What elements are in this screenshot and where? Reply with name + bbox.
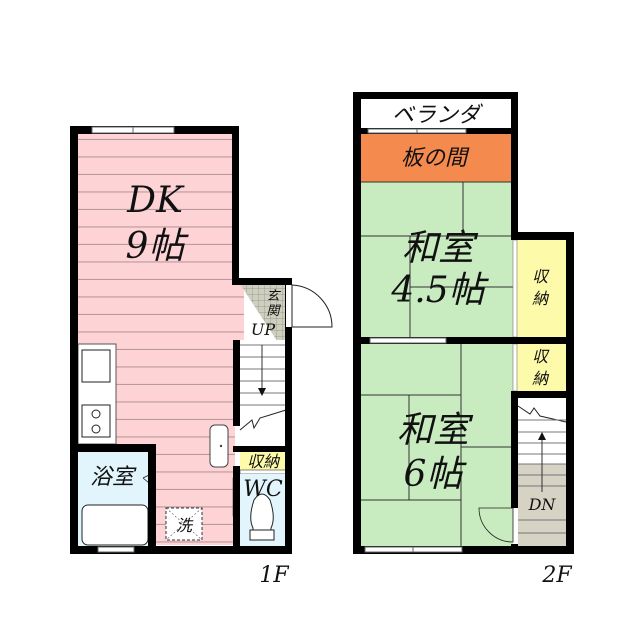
windows-1f	[91, 126, 175, 553]
room-entrance[interactable]	[240, 284, 289, 352]
bath-label: 浴室	[90, 465, 137, 490]
stairs-1f[interactable]	[239, 340, 287, 450]
room-bath[interactable]	[77, 452, 156, 546]
dk-name-label: DK	[126, 180, 185, 221]
washitsu-b-name-label: 和室	[397, 410, 474, 451]
washer-space[interactable]	[165, 507, 203, 541]
windows-2f	[364, 128, 467, 553]
room-washitsu-6[interactable]	[360, 344, 515, 546]
room-washitsu-4-5[interactable]	[360, 181, 513, 337]
stairs-door-2f[interactable]	[478, 507, 518, 544]
storage-a-line1: 収	[532, 267, 550, 286]
storage-2f-b[interactable]	[512, 343, 567, 392]
storage-b-line1: 収	[532, 347, 550, 366]
washbasin-icon	[209, 424, 229, 468]
wc-label: WC	[243, 477, 283, 502]
room-veranda[interactable]	[360, 98, 510, 130]
storage-b-line2: 納	[532, 369, 550, 388]
veranda-label: ベランダ	[392, 103, 483, 128]
stairs-up-label: UP	[251, 320, 275, 339]
floor-1f: DK 9帖 玄 関 UP 収納 WC 浴室 洗 1F	[70, 126, 333, 588]
stair-break-icon	[517, 405, 567, 423]
toilet-icon	[250, 493, 274, 541]
storage-2f-a[interactable]	[512, 239, 567, 338]
kitchen-counter	[77, 343, 117, 445]
storage-1f-label: 収納	[247, 452, 281, 471]
entrance-door[interactable]	[286, 284, 333, 328]
room-wood-floor[interactable]	[360, 133, 512, 182]
room-wc[interactable]	[240, 474, 286, 546]
washitsu-b-size-label: 6帖	[404, 454, 468, 495]
room-dk[interactable]	[77, 133, 244, 545]
dk-size-label: 9帖	[126, 226, 190, 267]
floor-label-2f: 2F	[541, 563, 572, 588]
washer-label: 洗	[176, 516, 194, 535]
arrow-up-icon	[538, 432, 546, 440]
wood-floor-label: 板の間	[401, 146, 470, 171]
floor-label-1f: 1F	[259, 563, 289, 588]
washitsu-a-size-label: 4.5帖	[390, 270, 489, 311]
stair-break-icon	[239, 409, 287, 431]
entrance-label-top: 玄	[266, 289, 281, 304]
storage-a-line2: 納	[532, 289, 550, 308]
stairs-2f[interactable]	[517, 398, 567, 546]
sink-icon	[81, 349, 111, 383]
bathtub-icon	[81, 504, 149, 546]
entrance-label-bottom: 関	[266, 304, 281, 319]
arrow-down-icon	[258, 388, 266, 396]
washitsu-a-name-label: 和室	[402, 228, 479, 269]
stairs-dn-label: DN	[528, 495, 557, 514]
floor-2f: ベランダ 板の間 和室 4.5帖 和室 6帖 収 納 収 納 DN 2F	[353, 92, 574, 588]
